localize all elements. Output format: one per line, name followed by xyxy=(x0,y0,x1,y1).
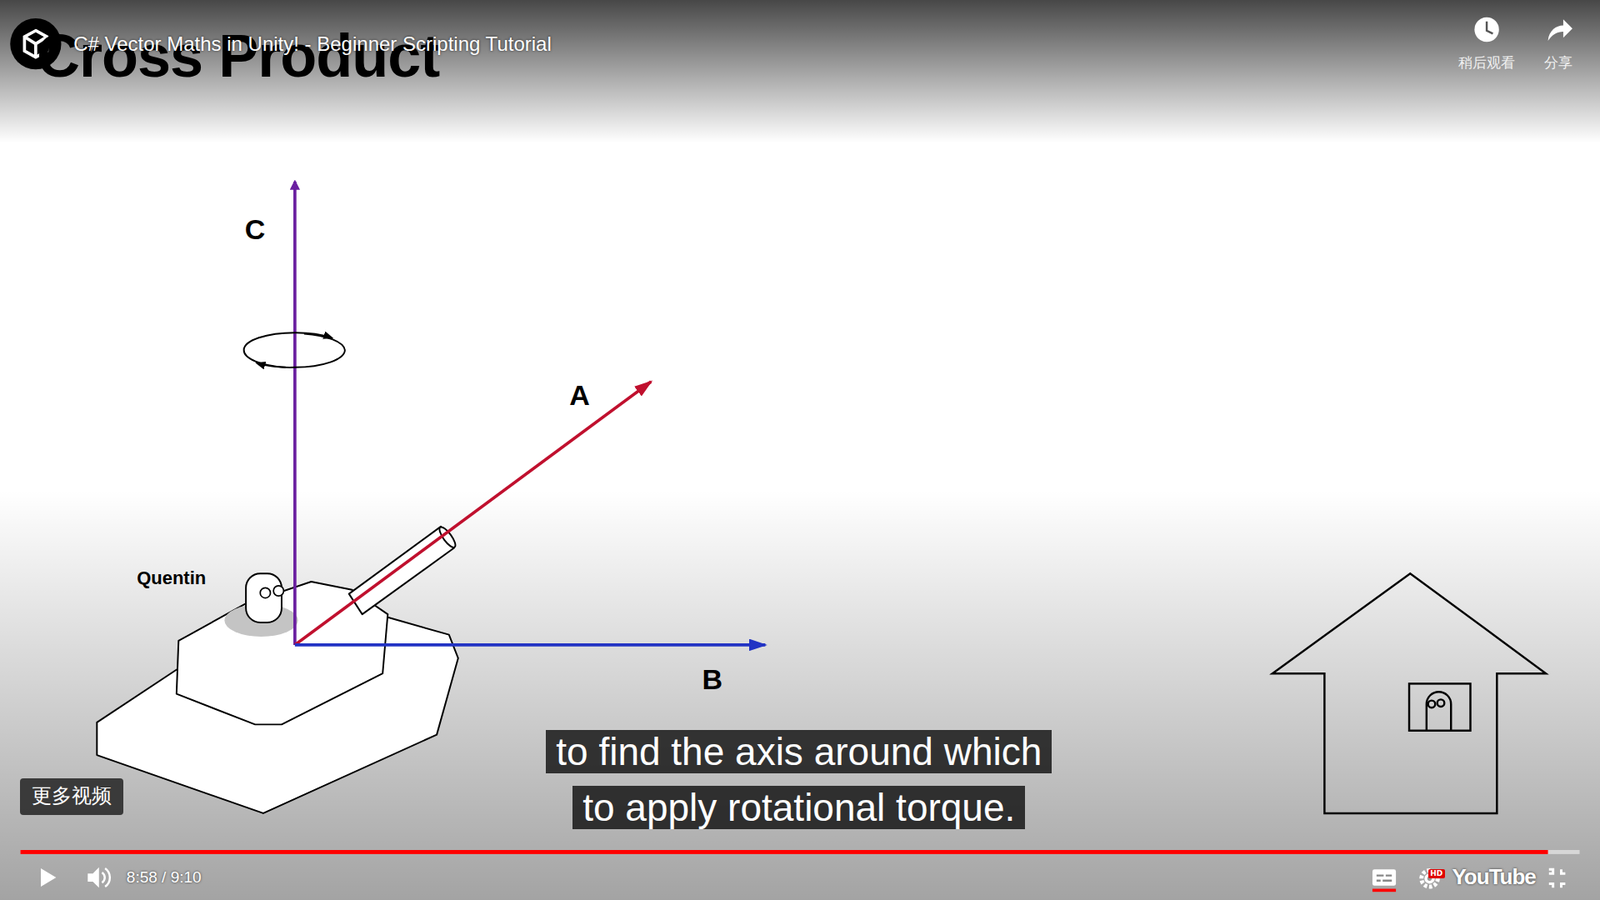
more-videos-button-text: 更多视频 xyxy=(31,785,112,809)
subtitle-text: to find the axis around which to apply r… xyxy=(545,730,1052,830)
top-shade xyxy=(0,0,1600,143)
character-name: Quentin xyxy=(136,568,206,590)
tank-drawing xyxy=(96,525,458,814)
progress-played xyxy=(20,850,1548,855)
watch-later-label: 稍后观看 xyxy=(1458,55,1515,72)
rotation-symbol xyxy=(244,332,345,368)
house-drawing xyxy=(1272,573,1546,814)
time-display: 8:58 / 9:10 xyxy=(126,868,202,887)
subtitle-block: to find the axis around which to apply r… xyxy=(536,728,1062,840)
quentin-figure xyxy=(224,573,298,637)
exit-fullscreen-icon xyxy=(1549,869,1566,888)
hd-badge-text: HD xyxy=(1430,869,1444,878)
vector-b xyxy=(295,643,765,647)
clock-icon xyxy=(1474,17,1499,42)
progress-track xyxy=(20,850,1580,855)
share-icon xyxy=(1548,19,1573,41)
hd-badge: HD xyxy=(1428,869,1445,879)
vector-label: C xyxy=(245,213,266,246)
vector-label: B xyxy=(701,663,723,696)
youtube-logo: YouTube xyxy=(1451,865,1535,890)
subtitles-icon xyxy=(1372,869,1396,892)
more-videos-button: 更多视频 xyxy=(20,778,124,815)
share-label: 分享 xyxy=(1544,55,1573,72)
slide-title: Cross Product xyxy=(36,21,440,91)
bottom-shade xyxy=(0,490,1600,900)
video-title: C# Vector Maths in Unity! - Beginner Scr… xyxy=(73,32,552,56)
volume-icon xyxy=(87,867,110,888)
vector-label: A xyxy=(569,380,590,413)
vector-a xyxy=(295,381,651,645)
vector-c xyxy=(293,181,297,645)
play-icon xyxy=(40,868,56,887)
